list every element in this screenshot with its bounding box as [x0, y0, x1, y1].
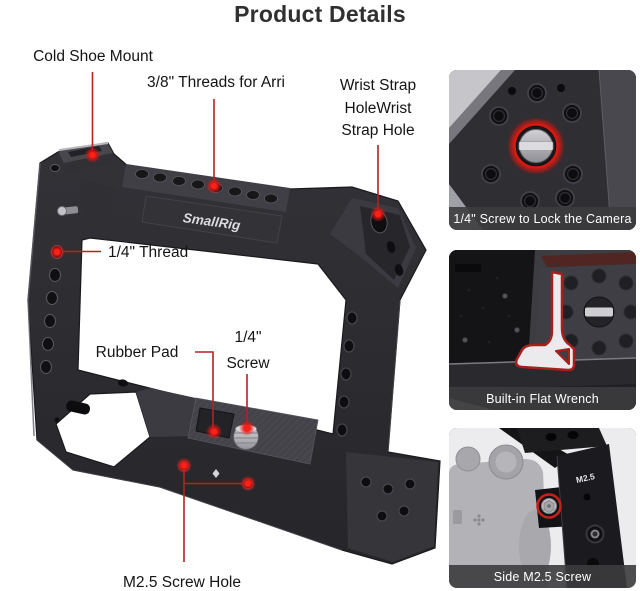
callout-label-quarter-screw: 1/4" Screw — [226, 329, 270, 372]
locking-screw — [510, 120, 562, 172]
detail-card-side-m25-screw: M2.5 Side M2.5 Screw — [449, 428, 636, 588]
callout-label-m25-screw-hole: M2.5 Screw Hole — [122, 574, 241, 591]
cage-buttons — [558, 268, 636, 356]
callout-lines — [63, 72, 379, 562]
callout-dots — [49, 147, 386, 492]
left-bar-holes — [40, 164, 63, 374]
camera-silhouette — [449, 444, 551, 588]
detail-card-quarter-screw-lock: 1/4" Screw to Lock the Camera — [449, 70, 636, 230]
quarter-screw-part — [233, 424, 259, 450]
threaded-holes — [481, 83, 583, 211]
m25-hole-part — [178, 460, 190, 472]
side-pin — [57, 206, 79, 216]
m25-engraving: M2.5 — [575, 471, 596, 485]
cold-shoe — [58, 142, 116, 172]
card-caption: 1/4" Screw to Lock the Camera — [449, 207, 636, 230]
card-caption: Side M2.5 Screw — [449, 565, 636, 588]
bottom-right-block — [346, 452, 438, 562]
callout-label-quarter-thread: 1/4" Thread — [108, 244, 189, 261]
callout-label-wrist-strap-hole: Wrist Strap HoleWrist Strap Hole — [339, 77, 417, 139]
flat-wrench-photo — [449, 250, 636, 410]
side-m25-screw-photo: M2.5 — [449, 428, 636, 588]
wrist-strap-corner — [330, 198, 416, 288]
card-caption: Built-in Flat Wrench — [449, 387, 636, 410]
brand-logo: SmallRig — [182, 210, 242, 233]
page-title: Product Details — [234, 1, 406, 27]
top-rail-holes — [135, 169, 278, 204]
m25-screw-highlight — [536, 493, 562, 519]
flat-wrench-highlight — [514, 270, 576, 372]
m25-hole-part — [242, 478, 254, 490]
callout-label-cold-shoe-mount: Cold Shoe Mount — [33, 48, 153, 65]
callout-label-rubber-pad: Rubber Pad — [95, 344, 179, 361]
rubber-pad-part — [195, 407, 235, 439]
camera-body — [449, 250, 535, 366]
base-plate — [36, 379, 343, 551]
right-bar-holes — [336, 311, 358, 437]
detail-card-flat-wrench: Built-in Flat Wrench — [449, 250, 636, 410]
quarter-screw-lock-photo — [449, 70, 636, 230]
callout-label-arri-threads: 3/8" Threads for Arri — [147, 74, 285, 91]
